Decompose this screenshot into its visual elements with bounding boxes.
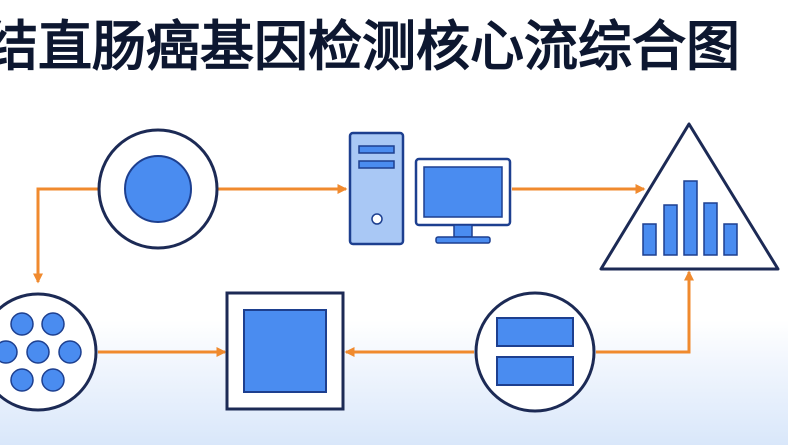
connectors [33, 184, 694, 357]
desktop-computer-icon [348, 131, 512, 246]
cell-cluster-icon [0, 292, 98, 412]
circle-sample-icon [97, 128, 219, 250]
page-title: 结直肠癌基因检测核心流综合图 [0, 15, 740, 78]
filled-square-icon [225, 291, 345, 411]
bar-chart-triangle-icon [599, 122, 780, 271]
arrow-sample-to-cells [33, 187, 98, 284]
arrow-report-to-analysis [596, 270, 694, 354]
two-bars-circle-icon [474, 291, 596, 413]
